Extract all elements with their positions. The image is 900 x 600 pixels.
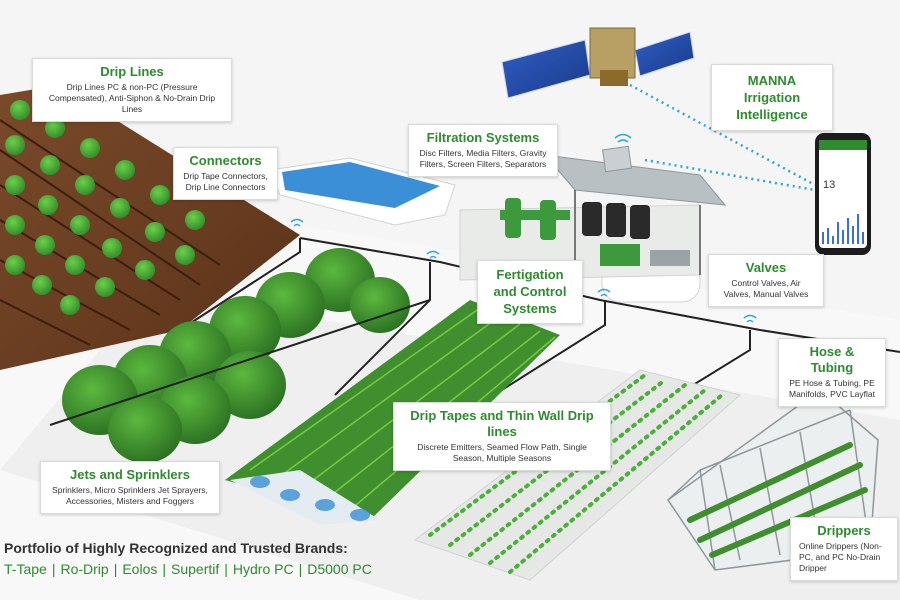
brand-item: Ro-Drip [60, 561, 109, 577]
brand-item: T-Tape [4, 561, 47, 577]
callout-desc: Control Valves, Air Valves, Manual Valve… [723, 278, 809, 299]
brand-separator: | [113, 561, 118, 577]
smartphone-icon [815, 133, 871, 255]
callout-title: Jets and Sprinklers [70, 467, 190, 482]
callout-desc: Drip Tape Connectors, Drip Line Connecto… [183, 171, 268, 192]
wifi-icon [290, 133, 757, 323]
callout-desc: Discrete Emitters, Seamed Flow Path, Sin… [417, 442, 587, 463]
phone-value: 13 [823, 179, 835, 191]
callout-filtration: Filtration Systems Disc Filters, Media F… [408, 124, 558, 177]
filtration-station [459, 154, 727, 281]
callout-title: Connectors [189, 153, 262, 168]
callout-desc: Drip Lines PC & non-PC (Pressure Compens… [48, 82, 216, 114]
callout-valves: Valves Control Valves, Air Valves, Manua… [708, 254, 824, 307]
callout-title: Drip Tapes and Thin Wall Drip lines [410, 408, 594, 439]
callout-title: MANNA Irrigation Intelligence [736, 73, 808, 122]
hillside-trees [5, 100, 205, 315]
drip-line-rows [0, 119, 221, 346]
callout-drippers: Drippers Online Drippers (Non-PC, and PC… [790, 517, 898, 581]
callout-desc: PE Hose & Tubing, PE Manifolds, PVC Layf… [789, 378, 875, 399]
brand-item: Supertif [171, 561, 220, 577]
antenna-dish [602, 145, 632, 173]
sprinkler-jets [250, 476, 370, 521]
brand-separator: | [298, 561, 303, 577]
callout-drip-lines: Drip Lines Drip Lines PC & non-PC (Press… [32, 58, 232, 122]
callout-manna: MANNA Irrigation Intelligence [711, 64, 833, 131]
brand-separator: | [162, 561, 166, 577]
callout-drip-tapes: Drip Tapes and Thin Wall Drip lines Disc… [393, 402, 611, 471]
callout-title: Fertigation and Control Systems [493, 267, 567, 316]
callout-title: Drippers [817, 523, 871, 538]
callout-title: Filtration Systems [426, 130, 540, 145]
brand-item: D5000 PC [307, 561, 372, 577]
callout-title: Hose & Tubing [809, 344, 855, 375]
brand-separator: | [51, 561, 56, 577]
callout-fertigation: Fertigation and Control Systems [477, 260, 583, 324]
callout-connectors: Connectors Drip Tape Connectors, Drip Li… [173, 147, 278, 200]
callout-title: Drip Lines [100, 64, 164, 79]
callout-desc: Sprinklers, Micro Sprinklers Jet Sprayer… [52, 485, 208, 506]
callout-desc: Disc Filters, Media Filters, Gravity Fil… [419, 148, 547, 169]
brand-portfolio: Portfolio of Highly Recognized and Trust… [4, 540, 424, 577]
callout-desc: Online Drippers (Non-PC, and PC No-Drain… [799, 541, 882, 573]
portfolio-heading: Portfolio of Highly Recognized and Trust… [4, 540, 348, 556]
callout-title: Valves [745, 260, 787, 275]
callout-jets-sprinklers: Jets and Sprinklers Sprinklers, Micro Sp… [40, 461, 220, 514]
brand-item: Eolos [122, 561, 158, 577]
callout-hose-tubing: Hose & Tubing PE Hose & Tubing, PE Manif… [778, 338, 886, 407]
greenhouse-plants [687, 442, 868, 558]
orchard-drip-line [49, 299, 431, 426]
satellite-icon [501, 27, 695, 99]
corn-field [225, 300, 560, 520]
satellite-signal [629, 83, 816, 187]
brand-separator: | [224, 561, 228, 577]
brand-item: Hydro PC [232, 561, 294, 577]
brand-list: T-Tape|Ro-Drip|Eolos|Supertif|Hydro PC|D… [4, 561, 424, 577]
